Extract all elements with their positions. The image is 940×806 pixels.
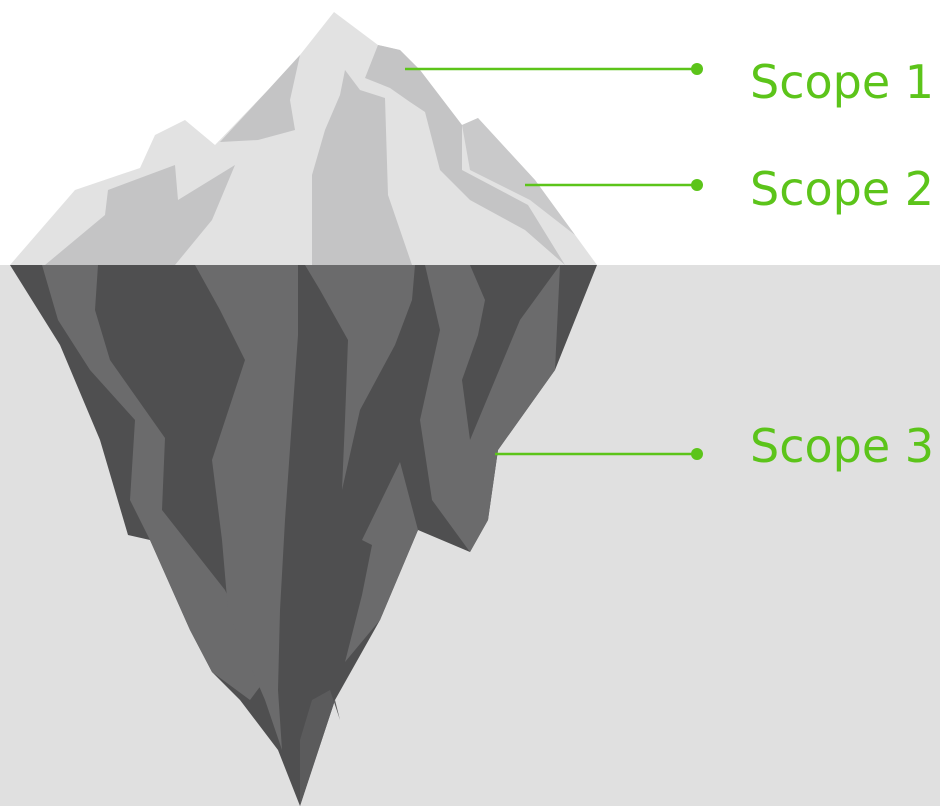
label-scope-3: Scope 3 [750,419,934,473]
iceberg-tip-shadow-right [365,45,565,265]
iceberg-underwater-face-center-right [305,265,415,490]
iceberg-tip-shadow-right-lower [462,118,575,235]
callout-scope-1 [405,63,703,75]
iceberg-underwater-face-right [420,265,560,552]
label-scope-2: Scope 2 [750,162,934,216]
iceberg-underwater [10,265,597,806]
callout-dot-scope-3 [691,448,703,460]
iceberg-underwater-face-bottom [300,690,340,806]
callout-scope-2 [525,179,703,191]
iceberg-underwater-face-center-left [195,265,298,750]
label-scope-1: Scope 1 [750,55,934,109]
iceberg-tip-shadow-peak-left [220,55,300,142]
callout-dot-scope-1 [691,63,703,75]
iceberg-tip-shadow-left [45,165,235,265]
iceberg-tip-shadow-center [312,70,412,265]
callout-dot-scope-2 [691,179,703,191]
iceberg-underwater-face-lower-right [345,462,418,662]
iceberg-tip [10,12,597,265]
iceberg-underwater-face-left [42,265,265,700]
callout-scope-3 [495,448,703,460]
